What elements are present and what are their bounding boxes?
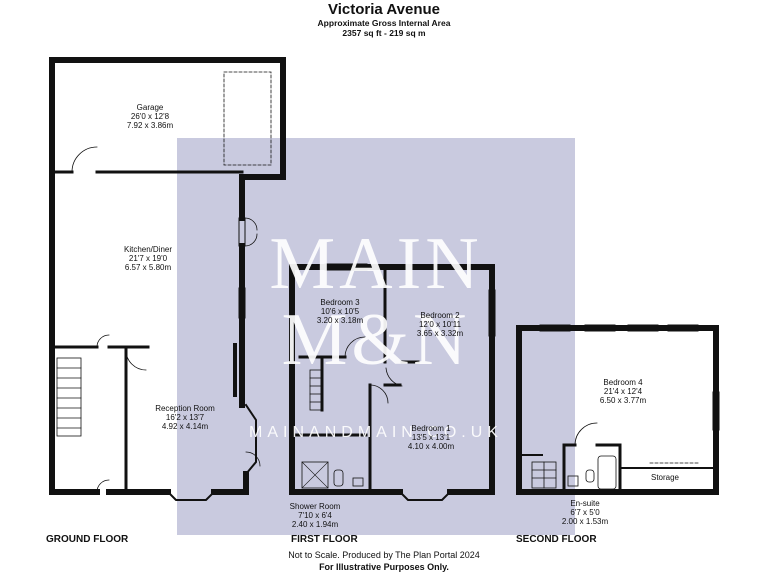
room-bedroom-2: Bedroom 2 12'0 x 10'11 3.65 x 3.32m [416,311,464,339]
label-second-floor: SECOND FLOOR [516,534,597,545]
watermark-line2: M&N [281,299,471,381]
room-kitchen-diner: Kitchen/Diner 21'7 x 19'0 6.57 x 5.80m [123,245,173,273]
footer-illustrative: For Illustrative Purposes Only. [319,562,449,572]
ground-floor-walls [49,57,286,501]
room-garage: Garage 26'0 x 12'8 7.92 x 3.86m [126,103,174,131]
first-floor-walls [289,263,496,501]
room-bedroom-1: Bedroom 1 13'5 x 13'1 4.10 x 4.00m [407,424,455,452]
label-ground-floor: GROUND FLOOR [46,534,129,545]
room-shower: Shower Room 7'10 x 6'4 2.40 x 1.94m [289,502,341,530]
room-bedroom-3: Bedroom 3 10'6 x 10'5 3.20 x 3.18m [316,298,364,326]
room-ensuite: En-suite 6'7 x 5'0 2.00 x 1.53m [561,499,609,527]
room-storage: Storage [650,473,680,482]
watermark-url: MAINANDMAIN.CO.UK [249,424,503,441]
room-reception: Reception Room 16'2 x 13'7 4.92 x 4.14m [155,404,215,432]
room-bedroom-4: Bedroom 4 21'4 x 12'4 6.50 x 3.77m [599,378,647,406]
footer-disclaimer: Not to Scale. Produced by The Plan Porta… [288,550,480,560]
plan-title: Victoria Avenue [328,1,440,18]
plan-subtitle: Approximate Gross Internal Area [317,18,451,28]
plan-area: 2357 sq ft - 219 sq m [342,28,426,38]
label-first-floor: FIRST FLOOR [291,534,358,545]
watermark-line1: MAIN [269,223,483,305]
second-floor-walls [516,324,720,495]
